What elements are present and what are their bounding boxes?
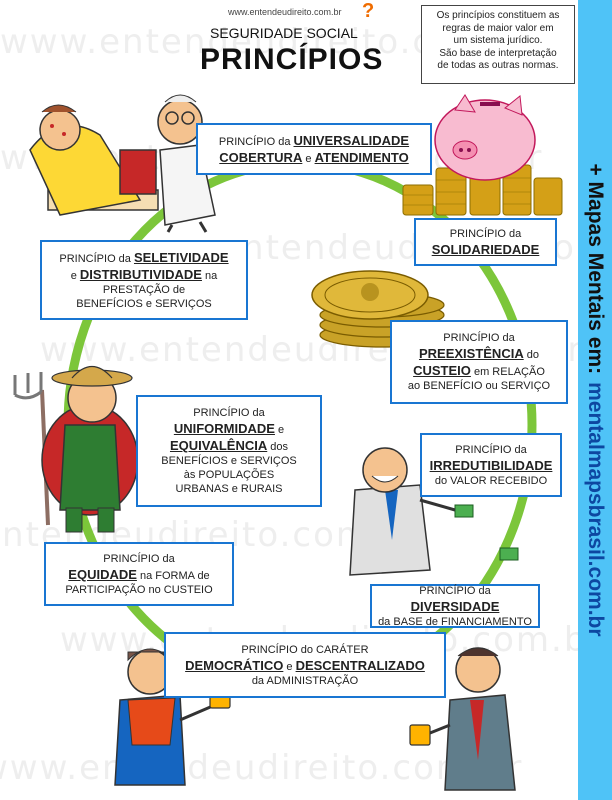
box-text: PARTICIPAÇÃO no CUSTEIO (65, 583, 213, 596)
piggy-bank-icon (402, 94, 563, 216)
box-text: e (302, 153, 315, 165)
box-keyword: UNIFORMIDADE (173, 421, 275, 436)
note-line: Os princípios constituem as (436, 10, 560, 21)
beggar-illustration (114, 648, 231, 786)
businessman-coffee-illustration (409, 647, 516, 791)
page-title: PRINCÍPIOS (200, 43, 384, 76)
box-text: da ADMINISTRAÇÃO (251, 674, 359, 687)
box-seletividade: PRINCÍPIO da SELETIVIDADE e DISTRIBUTIVI… (40, 240, 248, 320)
box-text: em RELAÇÃO (470, 366, 545, 378)
note-line: regras de maior valor em (442, 22, 554, 34)
box-keyword: CUSTEIO (413, 363, 471, 378)
box-keyword: SOLIDARIEDADE (431, 241, 540, 257)
box-keyword: DISTRIBUTIVIDADE (79, 267, 202, 282)
box-text: às POPULAÇÕES (183, 469, 275, 481)
box-diversidade: PRINCÍPIO da DIVERSIDADE da BASE de FINA… (370, 584, 540, 628)
patient-doctor-illustration (29, 94, 216, 233)
box-text: PRINCÍPIO da (449, 227, 522, 240)
box-keyword: EQUIDADE (68, 566, 137, 582)
box-keyword: PREEXISTÊNCIA (418, 346, 524, 361)
box-irredutibilidade: PRINCÍPIO da IRREDUTIBILIDADE do VALOR R… (420, 433, 562, 497)
intro-note: Os princípios constituem as regras de ma… (421, 5, 575, 84)
box-text: URBANAS e RURAIS (175, 483, 283, 495)
box-text: BENEFÍCIOS e SERVIÇOS (76, 298, 212, 310)
box-keyword: DIVERSIDADE (410, 598, 500, 614)
box-equidade: PRINCÍPIO da EQUIDADE na FORMA de PARTIC… (44, 542, 234, 606)
site-url: www.entendeudireito.com.br (228, 7, 342, 17)
box-text: na FORMA de (136, 569, 210, 582)
box-text: e (283, 660, 296, 673)
question-mark-icon: ? (362, 0, 375, 22)
box-keyword: COBERTURA (219, 150, 303, 165)
box-keyword: ATENDIMENTO (314, 150, 409, 165)
box-text: e (70, 270, 80, 282)
sidebar-text: + Mapas Mentais em: mentalmapsbrasil.com… (578, 0, 612, 800)
illustrations-layer (13, 94, 563, 791)
box-keyword: EQUIVALÊNCIA (169, 438, 268, 453)
farmer-illustration (13, 365, 139, 533)
note-line: de todas as outras normas. (437, 60, 559, 71)
box-text: dos (267, 441, 289, 453)
businessman-illustration (349, 447, 519, 576)
box-text: na (201, 270, 218, 282)
note-line: um sistema jurídico. (453, 35, 543, 46)
box-text: PRINCÍPIO da (443, 332, 515, 344)
sidebar-label: + Mapas Mentais em: (584, 163, 607, 375)
box-text: PRINCÍPIO da (218, 136, 294, 148)
box-text: e (274, 424, 285, 436)
box-keyword: UNIVERSALIDADE (293, 133, 410, 148)
box-text: BENEFÍCIOS e SERVIÇOS (161, 455, 297, 467)
box-text: PRINCÍPIO da (419, 584, 491, 597)
sidebar-url: mentalmapsbrasil.com.br (584, 382, 607, 637)
box-uniformidade: PRINCÍPIO da UNIFORMIDADE e EQUIVALÊNCIA… (136, 395, 322, 507)
watermark-row: www.entendeudireito.com.br (0, 748, 524, 788)
box-text: PRINCÍPIO da (193, 407, 265, 419)
box-text: da BASE de FINANCIAMENTO (378, 615, 532, 628)
box-democratico: PRINCÍPIO do CARÁTER DEMOCRÁTICO e DESCE… (164, 632, 446, 698)
box-text: do VALOR RECEBIDO (434, 474, 548, 487)
box-text: PRINCÍPIO da (59, 253, 134, 265)
box-text: ao BENEFÍCIO ou SERVIÇO (407, 380, 551, 392)
box-text: PRINCÍPIO da (103, 552, 175, 565)
box-keyword: DESCENTRALIZADO (295, 657, 425, 673)
box-universalidade: PRINCÍPIO da UNIVERSALIDADE COBERTURA e … (196, 123, 432, 175)
box-keyword: IRREDUTIBILIDADE (429, 457, 553, 473)
box-text: PRINCÍPIO da (455, 443, 527, 456)
sidebar-banner: + Mapas Mentais em: mentalmapsbrasil.com… (578, 0, 612, 800)
box-preexistencia: PRINCÍPIO da PREEXISTÊNCIA do CUSTEIO em… (390, 320, 568, 404)
box-keyword: SELETIVIDADE (133, 250, 229, 265)
box-keyword: DEMOCRÁTICO (185, 657, 284, 673)
box-text: do (523, 349, 540, 361)
box-text: PRINCÍPIO do CARÁTER (241, 643, 369, 656)
box-solidariedade: PRINCÍPIO da SOLIDARIEDADE (414, 218, 557, 266)
page-subtitle: SEGURIDADE SOCIAL (210, 25, 358, 41)
note-line: São base de interpretação (439, 47, 557, 59)
box-text: PRESTAÇÃO de (102, 284, 186, 296)
